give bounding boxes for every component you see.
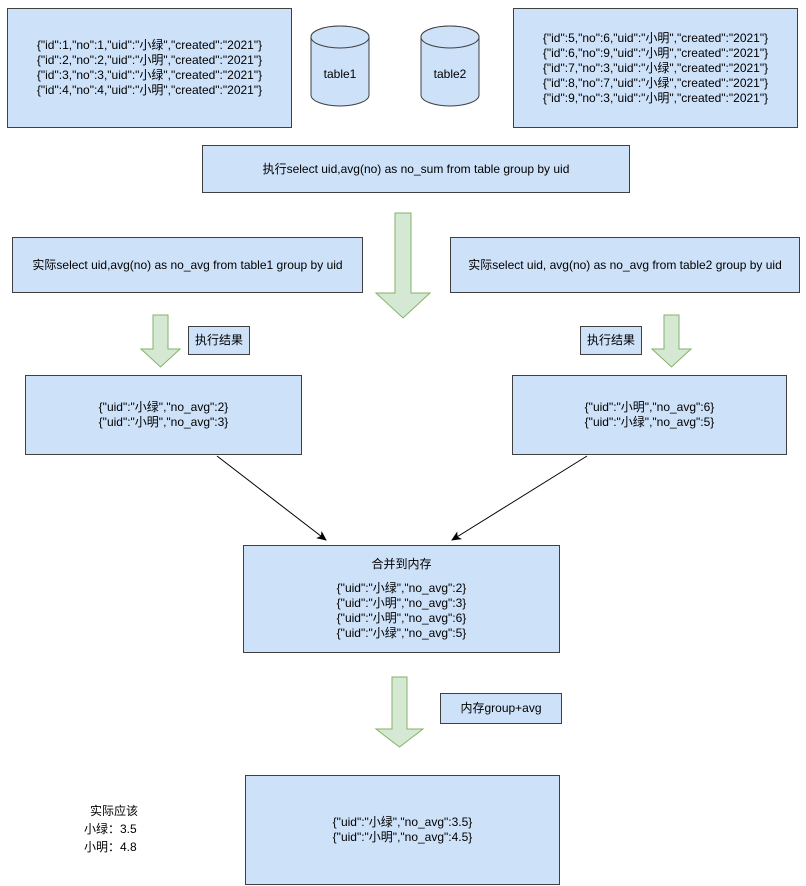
record-line: {"uid":"小绿","no_avg":5}	[336, 626, 467, 640]
table2-cylinder: table2	[420, 25, 480, 107]
expected-note: 实际应该 小绿：3.5 小明：4.8	[84, 802, 138, 856]
connector-right-result-to-merge	[451, 455, 588, 541]
record-line: {"uid":"小明","no_avg":4.5}	[332, 830, 473, 844]
final-result-box: {"uid":"小绿","no_avg":3.5} {"uid":"小明","n…	[245, 775, 560, 885]
actual-query-table1-box: 实际select uid,avg(no) as no_avg from tabl…	[12, 237, 363, 293]
exec-result-label-left-text: 执行结果	[194, 333, 243, 347]
record-line: {"id":1,"no":1,"uid":"小绿","created":"202…	[36, 38, 263, 52]
connector-left-result-to-merge	[216, 455, 327, 541]
table2-cylinder-label: table2	[433, 67, 467, 81]
flow-arrow-left-result-icon	[139, 314, 182, 368]
record-line: {"uid":"小绿","no_avg":2}	[98, 400, 229, 414]
actual-query-table2-box: 实际select uid, avg(no) as no_avg from tab…	[450, 237, 800, 293]
database-cylinder-icon	[310, 25, 370, 107]
record-line: {"id":4,"no":4,"uid":"小明","created":"202…	[36, 83, 263, 97]
table2-records-box: {"id":5,"no":6,"uid":"小明","created":"202…	[513, 8, 798, 128]
record-line: {"id":9,"no":3,"uid":"小明","created":"202…	[542, 90, 769, 105]
database-cylinder-icon	[420, 25, 480, 107]
record-line: {"id":3,"no":3,"uid":"小绿","created":"202…	[36, 68, 263, 82]
record-line: {"uid":"小明","no_avg":6}	[336, 611, 467, 625]
record-line: {"uid":"小绿","no_avg":3.5}	[332, 815, 473, 829]
record-line: {"id":5,"no":6,"uid":"小明","created":"202…	[542, 30, 769, 45]
exec-result-label-left: 执行结果	[188, 326, 250, 355]
table1-cylinder-label: table1	[323, 67, 357, 81]
expected-note-line: 小绿：3.5	[84, 822, 137, 836]
expected-note-line: 小明：4.8	[84, 840, 137, 854]
merge-memory-box: 合并到内存 {"uid":"小绿","no_avg":2} {"uid":"小明…	[243, 545, 560, 653]
exec-result-label-right: 执行结果	[580, 326, 642, 355]
result-table2-box: {"uid":"小明","no_avg":6} {"uid":"小绿","no_…	[512, 375, 787, 455]
exec-query-text: 执行select uid,avg(no) as no_sum from tabl…	[262, 161, 570, 176]
memory-group-avg-label: 内存group+avg	[440, 693, 562, 724]
flow-arrow-right-result-icon	[650, 314, 693, 368]
actual-query-table1-text: 实际select uid,avg(no) as no_avg from tabl…	[32, 257, 343, 272]
flow-arrow-memory-icon	[374, 676, 425, 748]
record-line: {"id":6,"no":9,"uid":"小明","created":"202…	[542, 45, 769, 60]
record-line: {"uid":"小绿","no_avg":5}	[584, 415, 715, 429]
record-line: {"id":8,"no":7,"uid":"小绿","created":"202…	[542, 75, 769, 90]
table1-records-box: {"id":1,"no":1,"uid":"小绿","created":"202…	[7, 8, 292, 128]
record-line: {"uid":"小明","no_avg":3}	[336, 596, 467, 610]
exec-query-box: 执行select uid,avg(no) as no_sum from tabl…	[202, 145, 630, 193]
merge-memory-title: 合并到内存	[371, 557, 432, 571]
table1-cylinder: table1	[310, 25, 370, 107]
result-table1-box: {"uid":"小绿","no_avg":2} {"uid":"小明","no_…	[25, 375, 302, 455]
memory-group-avg-text: 内存group+avg	[460, 701, 542, 715]
record-line: {"id":7,"no":3,"uid":"小绿","created":"202…	[542, 60, 769, 75]
expected-note-line: 实际应该	[90, 804, 139, 818]
record-line: {"uid":"小明","no_avg":6}	[584, 400, 715, 414]
exec-result-label-right-text: 执行结果	[586, 333, 635, 347]
flow-arrow-main-down-icon	[374, 212, 432, 319]
record-line: {"uid":"小绿","no_avg":2}	[336, 581, 467, 595]
actual-query-table2-text: 实际select uid, avg(no) as no_avg from tab…	[468, 257, 782, 272]
record-line: {"id":2,"no":2,"uid":"小明","created":"202…	[36, 53, 263, 67]
record-line: {"uid":"小明","no_avg":3}	[98, 415, 229, 429]
